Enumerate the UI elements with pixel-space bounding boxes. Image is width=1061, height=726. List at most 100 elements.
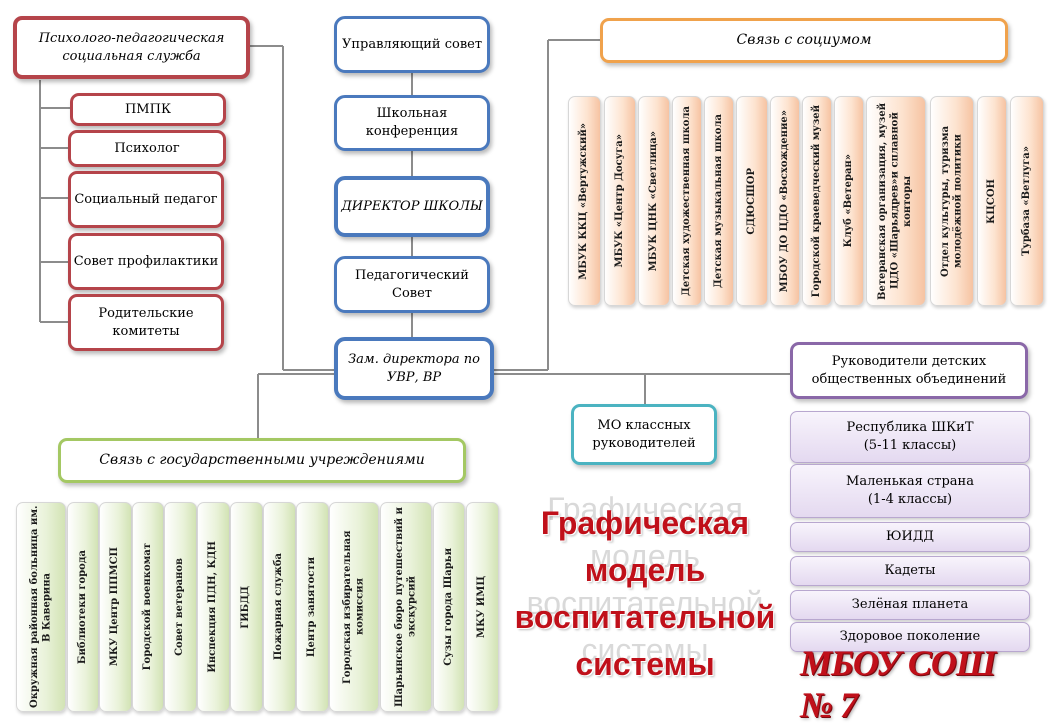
gov-item[interactable]: Окружная районная больница им. В Каверин… [16,502,66,712]
school-name: МБОУ СОШ № 7 [800,643,996,725]
gov-item-label: МКУ ИМЦ [476,576,488,638]
children-org-item[interactable]: Маленькая страна (1-4 классы) [790,464,1030,518]
title-shadow-line: модель [590,538,700,574]
psych-item-label: Социальный педагог [74,191,218,207]
title-shadow-line: Графическая [547,491,743,527]
society-item-label: Отдел культуры, туризма молодёжной полит… [939,125,964,277]
gov-item-label: Шарьинское бюро путешествий и экскурсий [393,507,418,707]
children-org-item[interactable]: Кадеты [790,556,1030,586]
gov-item[interactable]: Совет ветеранов [164,502,197,712]
children-orgs-box[interactable]: Руководители детских общественных объеди… [790,342,1028,399]
diagram-title: Графическая модель воспитательной систем… [505,491,785,692]
society-item-label: Клуб «Ветеран» [842,154,854,248]
gov-item-label: Сузы города Шарьи [442,548,454,666]
children-org-name: ЮИДД [886,528,934,544]
society-title: Связь с социумом [736,32,872,49]
school-conference-label: Школьная конференция [365,106,459,139]
gov-item-label: Центр занятости [306,556,318,658]
gov-item[interactable]: МКУ Центр ППМСП [99,502,132,712]
children-org-name: Маленькая страна [846,473,974,489]
deputy-director-box[interactable]: Зам. директора по УВР, ВР [334,337,494,400]
gov-item[interactable]: Городская избирательная комиссия [329,502,379,712]
children-org-text: Республика ШКиТ(5-11 классы) [846,419,973,455]
society-item[interactable]: МБУК «Центр Досуга» [604,96,636,306]
psych-item-parent-committees[interactable]: Родительские комитеты [68,294,224,351]
society-item[interactable]: Турбаза «Ветлуга» [1010,96,1044,306]
gov-item[interactable]: МКУ ИМЦ [466,502,499,712]
mo-teachers-box[interactable]: МО классных руководителей [571,404,717,465]
psych-item-pmpk[interactable]: ПМПК [70,93,226,126]
psych-service-title: Психолого-педагогическая социальная служ… [38,30,225,64]
psych-item-psychologist[interactable]: Психолог [68,130,226,167]
gov-title: Связь с государственными учреждениями [99,452,425,469]
society-item-label: Турбаза «Ветлуга» [1020,146,1032,256]
psych-item-social-pedagogue[interactable]: Социальный педагог [68,171,224,228]
children-org-sub: (1-4 классы) [867,492,953,507]
society-item[interactable]: Детская музыкальная школа [704,96,734,306]
society-item[interactable]: МБУК ККЦ «Вертужский» [568,96,601,306]
gov-item[interactable]: Шарьинское бюро путешествий и экскурсий [380,502,432,712]
society-item-label: Городской краеведческий музей [810,104,822,298]
gov-item-label: ГИБДД [240,585,252,629]
society-item-label: МБУК ККЦ «Вертужский» [578,122,590,280]
gov-item[interactable]: Пожарная служба [263,502,296,712]
children-org-name: Кадеты [884,562,936,578]
mo-teachers-label: МО классных руководителей [592,417,696,451]
society-item[interactable]: Отдел культуры, туризма молодёжной полит… [930,96,974,306]
children-org-item[interactable]: Зелёная планета [790,590,1030,620]
society-item[interactable]: СДЮСШОР [736,96,768,306]
society-item[interactable]: Клуб «Ветеран» [834,96,864,306]
management-council-label: Управляющий совет [341,36,483,52]
psych-item-prevention-council[interactable]: Совет профилактики [68,233,224,290]
gov-item[interactable]: ГИБДД [230,502,263,712]
psych-item-label: Родительские комитеты [98,305,194,339]
gov-item[interactable]: Библиотеки города [67,502,99,712]
children-org-text: Кадеты [884,562,935,580]
gov-item-label: Городской военкомат [141,543,153,671]
gov-item-label: Городская избирательная комиссия [341,530,366,684]
children-org-text: Маленькая страна (1-4 классы) [846,473,974,509]
deputy-director-label: Зам. директора по УВР, ВР [348,351,480,385]
gov-item-label: Библиотеки города [76,549,88,665]
psych-service-box[interactable]: Психолого-педагогическая социальная служ… [13,16,250,79]
title-line: системы [575,646,715,682]
society-item[interactable]: Ветеранская организация, музей ЦДО «Шарь… [866,96,926,306]
gov-item[interactable]: Сузы города Шарьи [433,502,465,712]
society-item[interactable]: МБУК ЦНК «Светлица» [638,96,670,306]
pedagogical-council-label: Педагогический Совет [355,267,469,301]
pedagogical-council-box[interactable]: Педагогический Совет [334,256,490,313]
director-label: ДИРЕКТОР ШКОЛЫ [341,198,483,214]
society-item[interactable]: Детская художественная школа [672,96,702,306]
gov-item[interactable]: Городской военкомат [132,502,164,712]
gov-box[interactable]: Связь с государственными учреждениями [58,438,466,483]
society-item[interactable]: МБОУ ДО ЦДО «Восхождение» [770,96,800,306]
children-orgs-title: Руководители детских общественных объеди… [811,353,1007,387]
children-org-item[interactable]: Здоровое поколение [790,622,1030,652]
title-line: воспитательной [514,599,776,635]
title-line: модель [584,552,706,588]
gov-item-label: Окружная районная больница им. В Каверин… [28,505,53,709]
children-org-item[interactable]: Республика ШКиТ(5-11 классы) [790,411,1030,463]
gov-item-label: Пожарная служба [273,553,285,661]
title-shadow-line: системы [581,632,709,668]
management-council-box[interactable]: Управляющий совет [334,16,490,73]
title-main: Графическая модель воспитательной систем… [505,500,785,688]
gov-item[interactable]: Инспекция ПДН, КДН [197,502,230,712]
children-org-sub: (5-11 классы) [863,438,957,453]
children-org-text: Здоровое поколение [840,628,980,646]
school-conference-box[interactable]: Школьная конференция [334,95,490,151]
society-box[interactable]: Связь с социумом [600,18,1008,63]
gov-item[interactable]: Центр занятости [296,502,329,712]
gov-item-label: Инспекция ПДН, КДН [207,541,219,673]
director-box[interactable]: ДИРЕКТОР ШКОЛЫ [334,176,490,237]
title-shadow: Графическая модель воспитательной систем… [505,486,785,674]
gov-item-label: МКУ Центр ППМСП [109,547,121,667]
society-item-label: Ветеранская организация, музей ЦДО «Шарь… [877,102,914,300]
society-item[interactable]: Городской краеведческий музей [802,96,832,306]
society-item-label: МБУК ЦНК «Светлица» [647,130,659,272]
society-item[interactable]: КЦСОН [977,96,1007,306]
children-org-text: ЮИДД [886,528,934,546]
children-org-item[interactable]: ЮИДД [790,522,1030,552]
society-item-label: Детская художественная школа [680,105,692,297]
